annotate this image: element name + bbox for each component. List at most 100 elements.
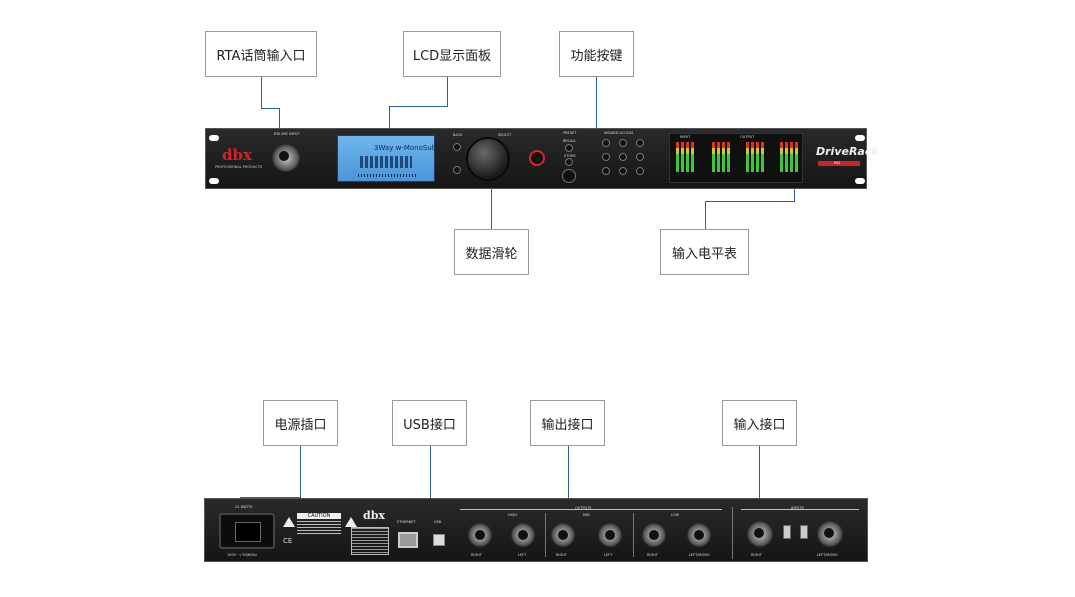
- recall-button[interactable]: [565, 144, 573, 152]
- meter-bar: [722, 142, 725, 172]
- extra-button[interactable]: [453, 166, 461, 174]
- meter-bar: [676, 142, 679, 172]
- pin-switch[interactable]: [800, 525, 808, 539]
- callout-usb-port: USB接口: [392, 400, 467, 446]
- driverack-model: PA2: [834, 161, 841, 165]
- divider: [633, 513, 634, 557]
- rack-hole: [855, 178, 865, 184]
- output-low-left-xlr[interactable]: [687, 523, 711, 547]
- recall-label: RECALL: [563, 139, 577, 143]
- meter-bar: [686, 142, 689, 172]
- caution-block: CAUTION CE: [283, 509, 359, 553]
- callout-input-meter: 输入电平表: [660, 229, 749, 275]
- outputs-bracket: [460, 509, 722, 510]
- leader-line: [240, 497, 301, 498]
- leader-line: [261, 108, 280, 109]
- callout-lcd-panel: LCD显示面板: [403, 31, 501, 77]
- lcd-level-bars: [360, 156, 412, 168]
- leader-line: [261, 77, 262, 108]
- iec-power-socket[interactable]: [219, 513, 275, 549]
- wizard-button[interactable]: [602, 153, 610, 161]
- leader-line: [389, 106, 448, 107]
- inputs-label: INPUTS: [791, 506, 804, 510]
- wizard-button[interactable]: [602, 139, 610, 147]
- inputs-bracket: [741, 509, 859, 510]
- caution-label: CAUTION: [297, 513, 341, 519]
- leader-line: [568, 446, 569, 498]
- divider: [732, 507, 733, 559]
- input-left-mono-xlr[interactable]: [817, 521, 843, 547]
- caution-text-lines: [297, 521, 341, 535]
- meter-bar: [717, 142, 720, 172]
- leader-line: [705, 201, 706, 229]
- red-power-ring[interactable]: [529, 150, 545, 166]
- wizard-button[interactable]: [636, 139, 644, 147]
- wizard-access-label: WIZARD ACCESS: [604, 131, 634, 135]
- meter-bar: [785, 142, 788, 172]
- util-button[interactable]: [562, 169, 576, 183]
- preset-label: PRESET: [563, 131, 577, 135]
- meter-input-label: INPUT: [680, 135, 691, 139]
- back-label: BACK: [453, 133, 463, 137]
- mid-right-label: RIGHT: [556, 553, 567, 557]
- usb-port[interactable]: [433, 534, 445, 546]
- ethernet-port[interactable]: [398, 532, 418, 548]
- high-label: HIGH: [508, 513, 518, 517]
- high-right-label: RIGHT: [471, 553, 482, 557]
- warning-triangle-icon: [283, 517, 295, 527]
- input-right-label: RIGHT: [751, 553, 762, 557]
- leader-line: [447, 77, 448, 106]
- lcd-preset-text: 3Way w-MonoSub: [374, 144, 437, 152]
- leader-line: [705, 201, 794, 202]
- output-high-right-xlr[interactable]: [468, 523, 492, 547]
- output-mid-right-xlr[interactable]: [551, 523, 575, 547]
- leader-line: [389, 106, 390, 136]
- callout-rta-input: RTA话筒输入口: [205, 31, 317, 77]
- front-panel-unit: dbx PROFESSIONAL PRODUCTS RTA MIC INPUT …: [205, 128, 879, 189]
- rear-dbx-logo: dbx: [363, 509, 385, 522]
- wizard-button[interactable]: [619, 167, 627, 175]
- meter-bar: [756, 142, 759, 172]
- wizard-button[interactable]: [619, 139, 627, 147]
- input-right-xlr[interactable]: [747, 521, 773, 547]
- leader-line: [794, 188, 795, 202]
- output-mid-left-xlr[interactable]: [598, 523, 622, 547]
- leader-line: [491, 178, 492, 229]
- input-left-mono-label: LEFT/MONO: [817, 553, 838, 557]
- mid-left-label: LEFT: [604, 553, 613, 557]
- wizard-button[interactable]: [602, 167, 610, 175]
- store-button[interactable]: [565, 158, 573, 166]
- store-label: STORE: [564, 154, 576, 158]
- ce-mark: CE: [283, 537, 293, 545]
- dbx-logo: dbx: [222, 146, 252, 164]
- back-button[interactable]: [453, 143, 461, 151]
- voltage-label: 100V ~/ 50/60Hz: [227, 553, 257, 557]
- wizard-button[interactable]: [636, 167, 644, 175]
- output-low-right-xlr[interactable]: [642, 523, 666, 547]
- meter-bar: [746, 142, 749, 172]
- lcd-display: 3Way w-MonoSub: [337, 135, 437, 182]
- meter-bar: [761, 142, 764, 172]
- lcd-scale: [358, 174, 418, 177]
- leader-line: [759, 446, 760, 518]
- iec-socket-inner: [235, 522, 261, 542]
- low-label: LOW: [671, 513, 680, 517]
- brand-subtitle: PROFESSIONAL PRODUCTS: [215, 165, 263, 169]
- driverack-model-bar: [818, 161, 860, 166]
- meter-bar: [727, 142, 730, 172]
- rta-mic-xlr-jack[interactable]: [272, 144, 300, 172]
- leader-line: [596, 77, 597, 135]
- data-wheel-knob[interactable]: [466, 137, 510, 181]
- usb-label: USB: [434, 520, 442, 524]
- leader-line: [300, 446, 301, 498]
- rack-hole: [855, 135, 865, 141]
- wizard-button[interactable]: [619, 153, 627, 161]
- callout-output-port: 输出接口: [530, 400, 605, 446]
- meter-bar: [712, 142, 715, 172]
- ground-lift-switch[interactable]: [783, 525, 791, 539]
- meter-bar: [780, 142, 783, 172]
- rack-hole: [209, 135, 219, 141]
- wizard-button[interactable]: [636, 153, 644, 161]
- output-high-left-xlr[interactable]: [511, 523, 535, 547]
- rta-label: RTA MIC INPUT: [274, 132, 300, 136]
